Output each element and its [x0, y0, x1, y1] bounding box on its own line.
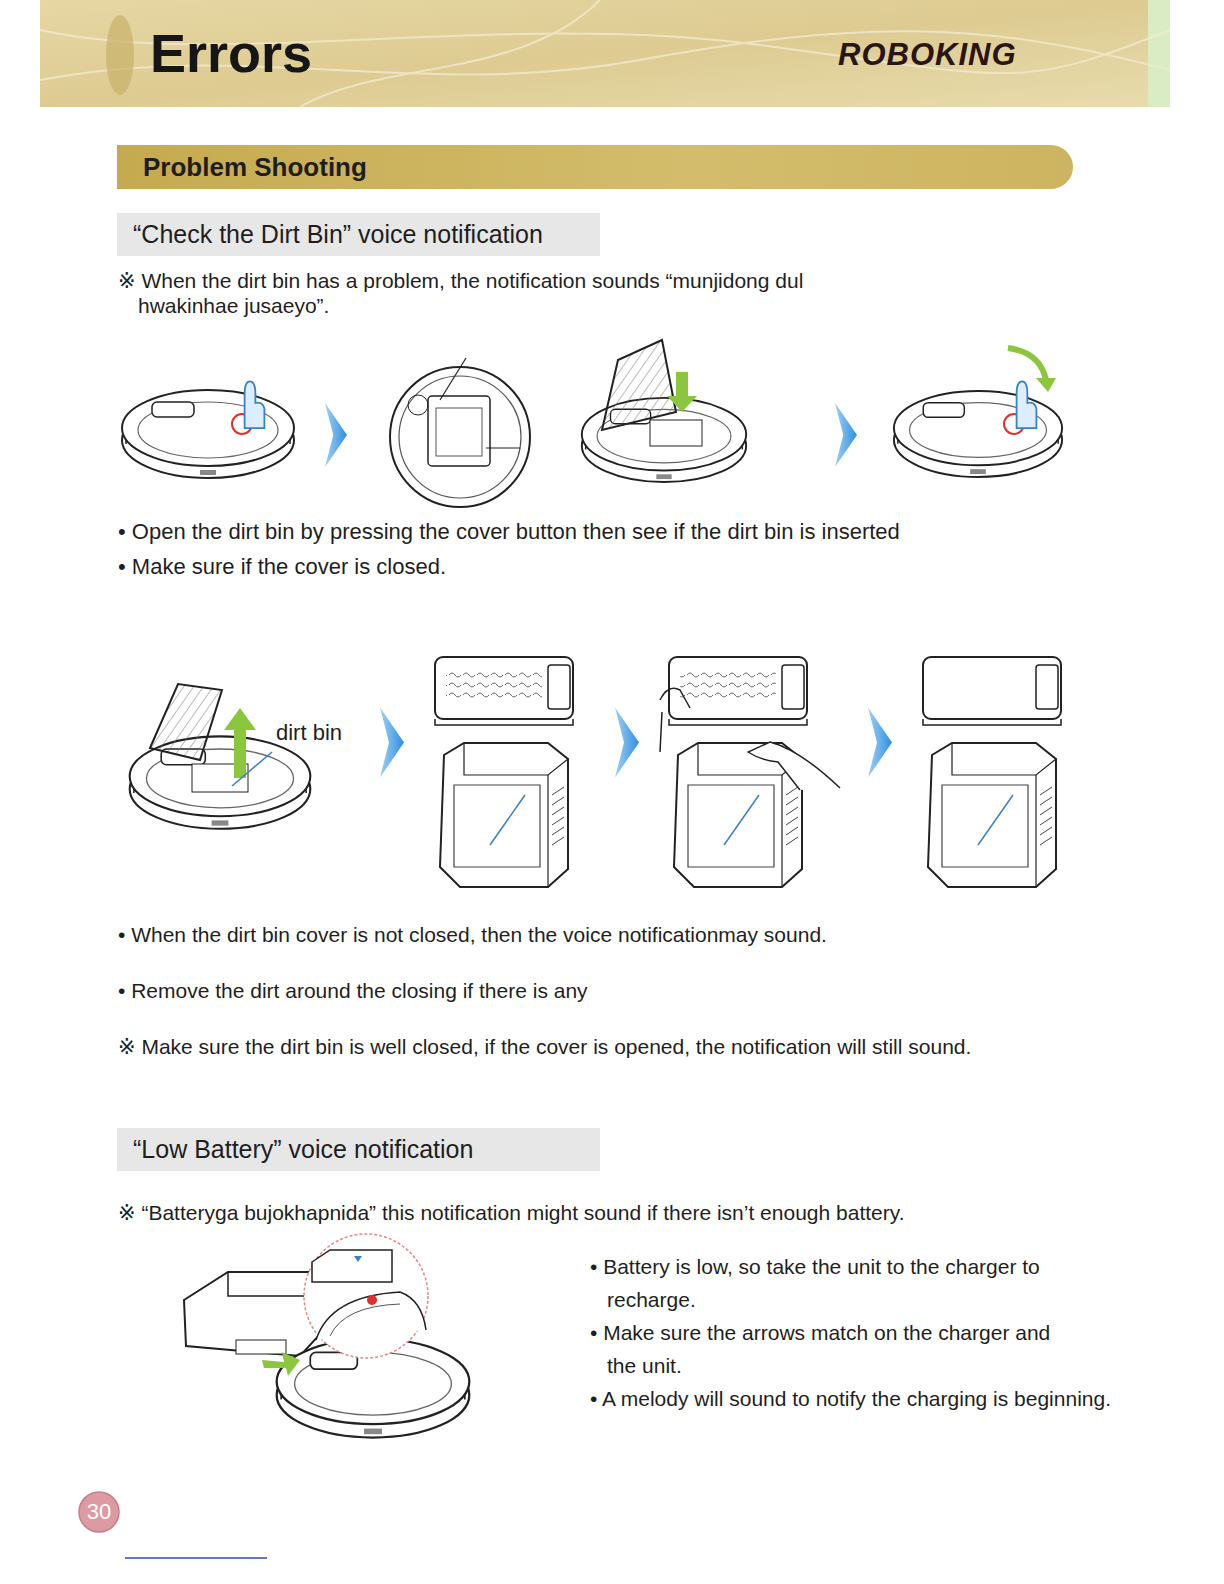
- bullet-text: • When the dirt bin cover is not closed,…: [118, 922, 1038, 947]
- subsection-box: “Low Battery” voice notification: [117, 1128, 600, 1171]
- page-number: 30: [87, 1499, 111, 1525]
- bullet-text: • Remove the dirt around the closing if …: [118, 978, 1038, 1003]
- section-heading: Problem Shooting: [143, 152, 367, 183]
- subsection-box: “Check the Dirt Bin” voice notification: [117, 213, 600, 256]
- bullet-text: • Battery is low, so take the unit to th…: [590, 1250, 1060, 1316]
- brand-logo: ROBOKING: [838, 36, 1088, 73]
- note-text: ※ When the dirt bin has a problem, the n…: [118, 268, 898, 318]
- bullet-text: • Make sure the arrows match on the char…: [590, 1316, 1070, 1382]
- bullet-text: • Open the dirt bin by pressing the cove…: [118, 519, 1018, 545]
- page-title: Errors: [150, 22, 312, 84]
- bullet-text: • A melody will sound to notify the char…: [590, 1382, 1190, 1415]
- note-text: ※ Make sure the dirt bin is well closed,…: [118, 1034, 1038, 1059]
- bullet-text: • Make sure if the cover is closed.: [118, 554, 1018, 580]
- section-band: Problem Shooting: [117, 145, 1073, 189]
- subsection-heading: “Check the Dirt Bin” voice notification: [133, 220, 543, 249]
- note-text: ※ “Batteryga bujokhapnida” this notifica…: [118, 1200, 1038, 1225]
- page-number-circle: 30: [78, 1491, 120, 1533]
- part-label: dirt bin: [276, 720, 386, 746]
- subsection-heading: “Low Battery” voice notification: [133, 1135, 473, 1164]
